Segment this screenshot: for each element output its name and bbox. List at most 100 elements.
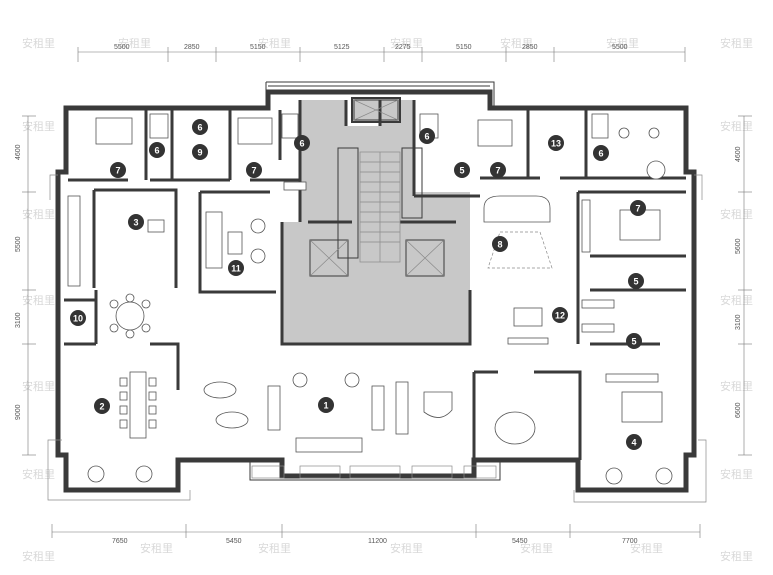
wardrobe (581, 299, 615, 309)
dimension-label: 3100 (15, 312, 22, 328)
dimension-label: 2275 (395, 44, 411, 51)
room-marker: 5 (454, 162, 470, 178)
armchair (344, 372, 360, 388)
svg-text:12: 12 (555, 311, 565, 321)
dimension-label: 5125 (334, 44, 350, 51)
room-marker: 6 (593, 145, 609, 161)
svg-text:5: 5 (459, 166, 464, 176)
watermark: 安租里 (258, 541, 291, 555)
wardrobe (581, 323, 615, 333)
dimension-label: 4600 (735, 146, 742, 162)
bed (95, 117, 133, 145)
dimension-label: 3100 (735, 314, 742, 330)
chair (125, 329, 135, 339)
watermark: 安租里 (720, 36, 753, 50)
sink (147, 219, 165, 233)
room-marker: 6 (294, 135, 310, 151)
lounge-chair (203, 381, 237, 399)
watermark: 安租里 (22, 293, 55, 307)
room-marker: 7 (490, 162, 506, 178)
svg-text:1: 1 (323, 401, 328, 411)
bed (237, 117, 273, 145)
svg-text:7: 7 (251, 166, 256, 176)
furniture (67, 113, 673, 485)
bed (477, 119, 513, 147)
armchair (655, 467, 673, 485)
sofa (267, 385, 281, 431)
svg-text:5: 5 (631, 337, 636, 347)
watermark: 安租里 (520, 541, 553, 555)
watermark: 安租里 (22, 379, 55, 393)
watermark: 安租里 (390, 541, 423, 555)
svg-text:5: 5 (633, 277, 638, 287)
wardrobe (605, 373, 659, 383)
room-marker: 5 (628, 273, 644, 289)
chair (141, 299, 151, 309)
watermark: 安租里 (720, 207, 753, 221)
sideboard (507, 337, 549, 345)
armchair (250, 218, 266, 234)
dimension-label: 5500 (15, 236, 22, 252)
room-marker: 8 (492, 236, 508, 252)
watermark: 安租里 (606, 36, 639, 50)
exterior-walls (47, 81, 707, 503)
lounge-chair (215, 411, 249, 429)
room-marker: 7 (630, 200, 646, 216)
sofa (371, 385, 385, 431)
sofa (295, 437, 363, 453)
svg-text:13: 13 (551, 139, 561, 149)
chair (125, 293, 135, 303)
kitchen-counter (67, 195, 81, 287)
room-marker: 2 (94, 398, 110, 414)
dimension-label: 5500 (612, 44, 628, 51)
round-sofa (494, 411, 536, 445)
bathtub (281, 113, 299, 139)
watermark: 安租里 (258, 36, 291, 50)
stair-core (309, 99, 445, 277)
room-marker: 12 (552, 307, 568, 323)
svg-text:7: 7 (635, 204, 640, 214)
watermark: 安租里 (720, 379, 753, 393)
dimension-label: 5600 (735, 238, 742, 254)
svg-text:8: 8 (497, 240, 502, 250)
armchair (292, 372, 308, 388)
coffee-table (227, 231, 243, 255)
room-marker: 1 (318, 397, 334, 413)
watermark: 安租里 (22, 119, 55, 133)
watermark: 安租里 (22, 467, 55, 481)
watermark: 安租里 (500, 36, 533, 50)
dimension-label: 7700 (622, 538, 638, 545)
armchair (87, 465, 105, 483)
svg-text:6: 6 (197, 123, 202, 133)
toilet (618, 127, 630, 139)
svg-text:7: 7 (495, 166, 500, 176)
watermark: 安租里 (720, 119, 753, 133)
dimension-left: 4600 5500 3100 9000 (15, 115, 36, 456)
dimension-label: 5450 (226, 538, 242, 545)
armchair (250, 248, 266, 264)
bathtub (591, 113, 609, 139)
plant (646, 160, 666, 180)
dimension-label: 9000 (15, 404, 22, 420)
dining-table (513, 307, 543, 327)
interior-walls (64, 100, 686, 460)
svg-text:7: 7 (115, 166, 120, 176)
dimension-label: 6600 (735, 402, 742, 418)
room-marker: 7 (110, 162, 126, 178)
svg-text:6: 6 (299, 139, 304, 149)
bed (619, 209, 661, 241)
svg-text:6: 6 (154, 146, 159, 156)
svg-text:9: 9 (197, 148, 202, 158)
dimension-label: 2850 (522, 44, 538, 51)
watermark: 安租里 (720, 467, 753, 481)
bed (621, 391, 663, 423)
svg-text:2: 2 (99, 402, 104, 412)
room-marker: 11 (228, 260, 244, 276)
curved-sofa (483, 195, 551, 223)
watermark: 安租里 (720, 293, 753, 307)
dimension-label: 5450 (512, 538, 528, 545)
armchair (135, 465, 153, 483)
watermark: 安租里 (22, 207, 55, 221)
bathtub (149, 113, 169, 139)
watermark: 安租里 (22, 549, 55, 563)
